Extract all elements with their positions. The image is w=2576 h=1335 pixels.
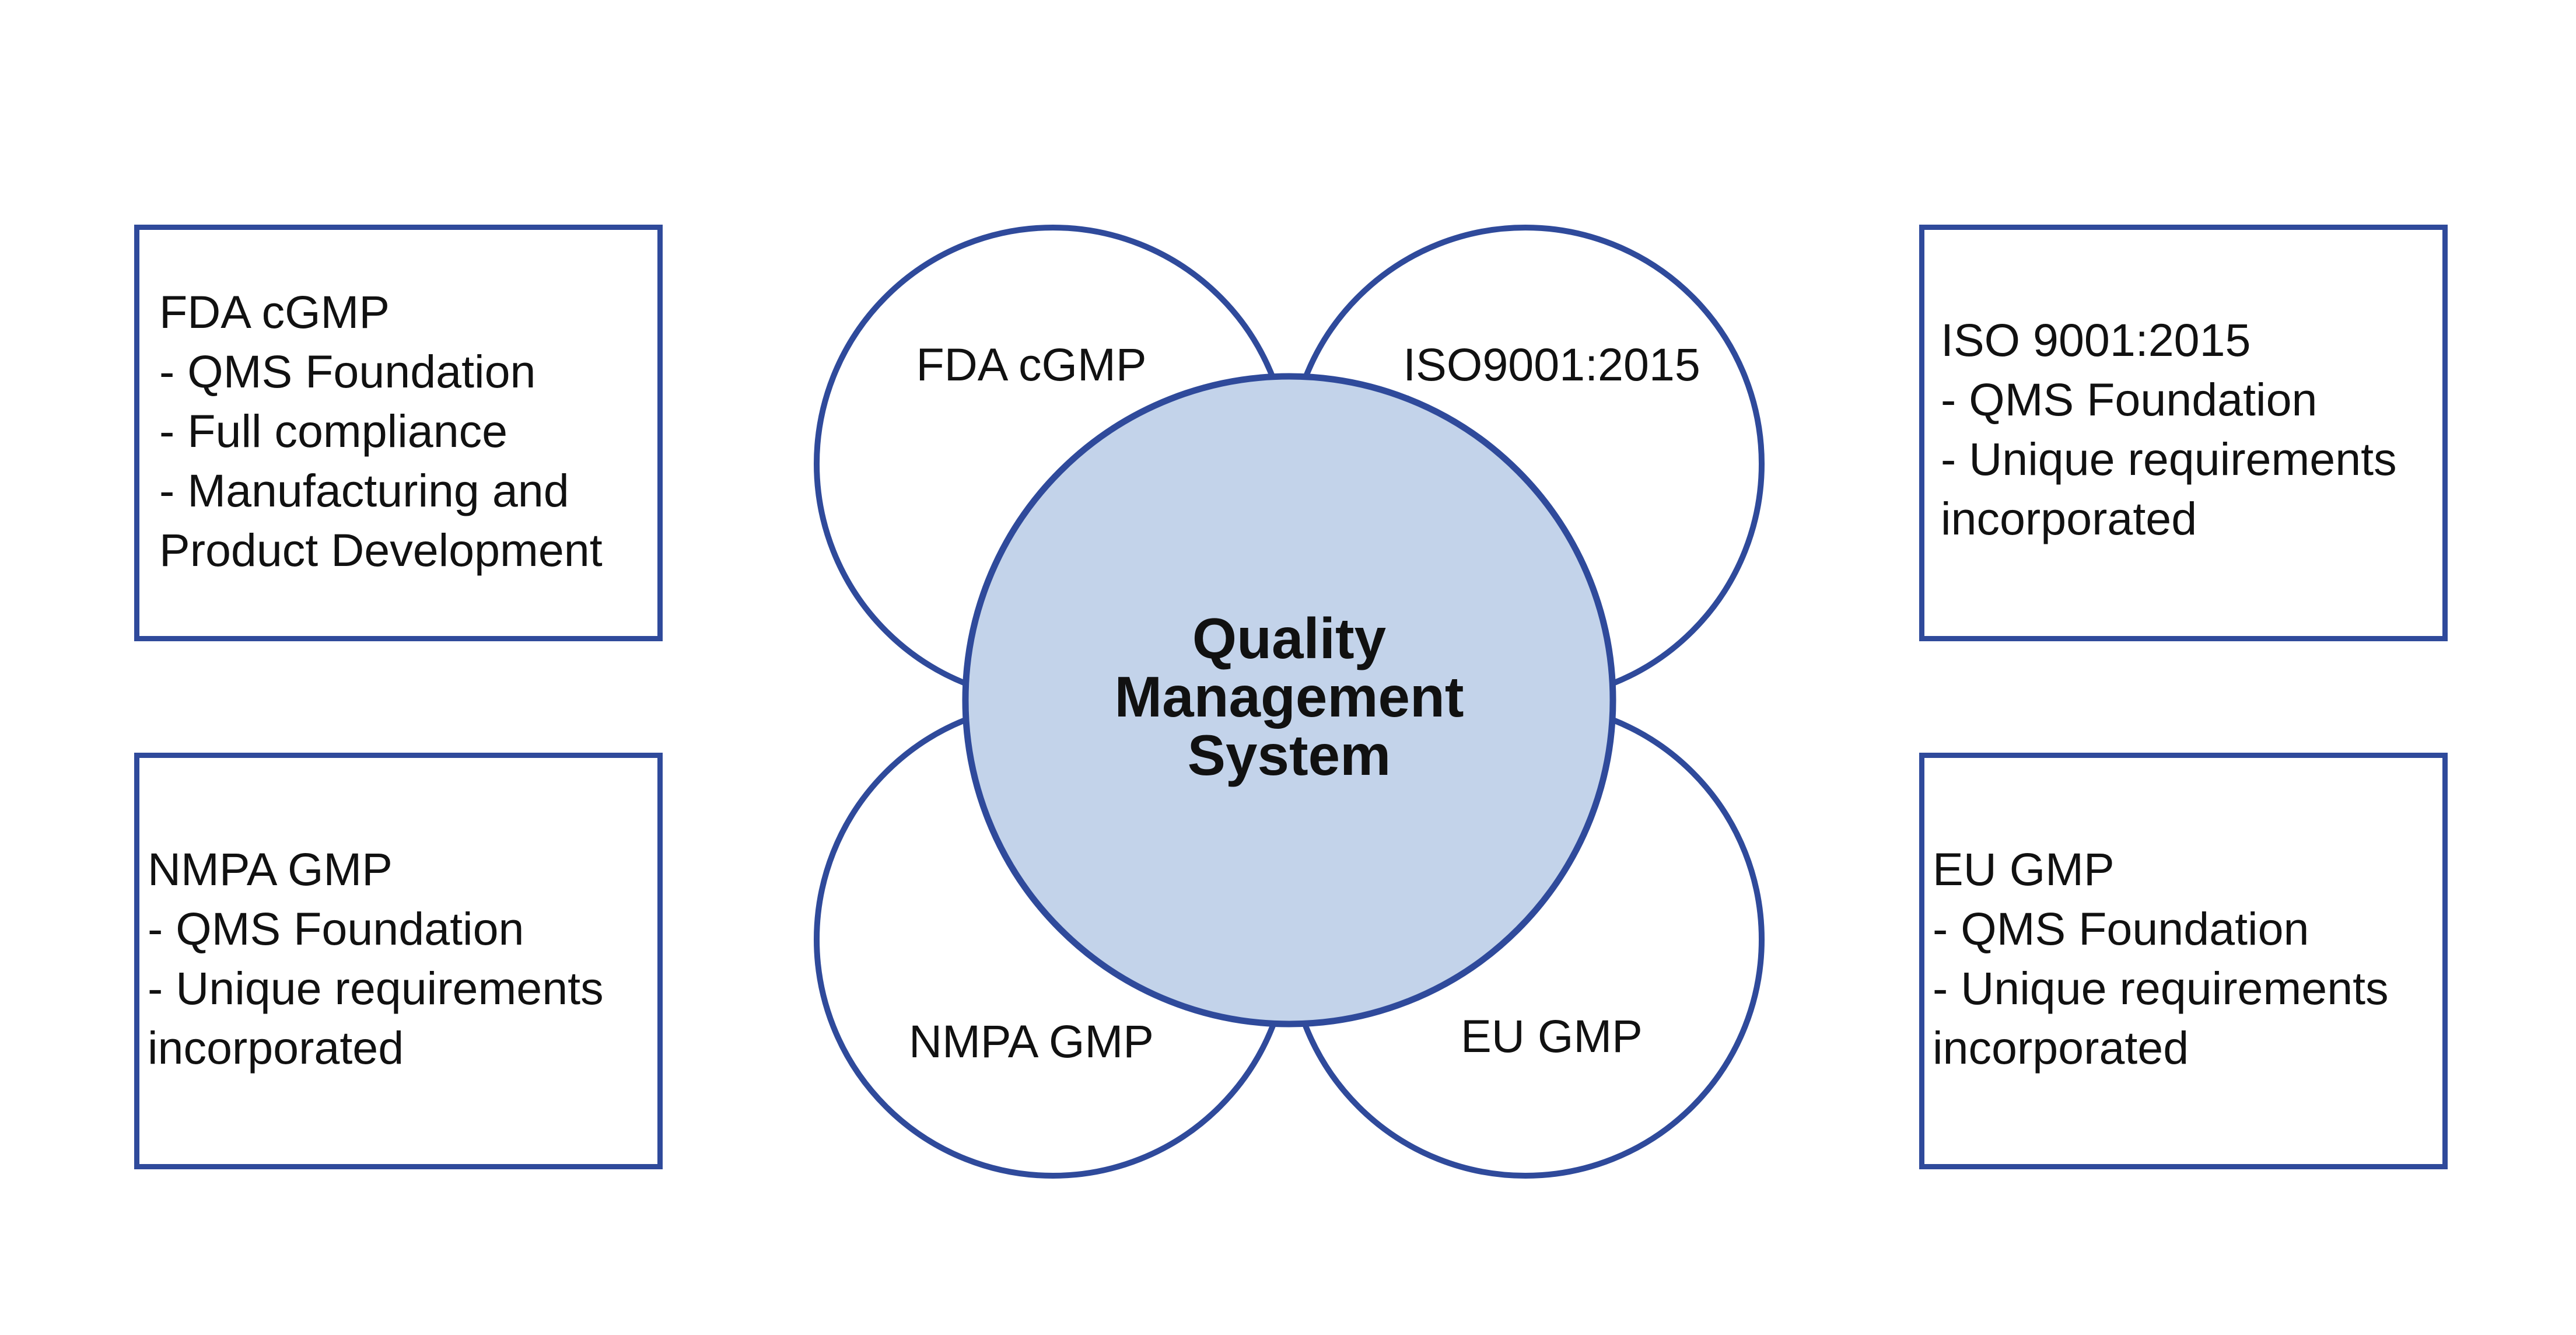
info-box-eu-gmp: EU GMP - QMS Foundation - Unique require… — [1919, 753, 2448, 1169]
petal-label-bottom-left: NMPA GMP — [909, 1015, 1154, 1067]
center-label-line-1: Quality — [1192, 606, 1386, 670]
info-box-iso-9001: ISO 9001:2015 - QMS Foundation - Unique … — [1919, 225, 2448, 641]
petal-label-top-left: FDA cGMP — [916, 338, 1146, 390]
center-label-line-3: System — [1188, 723, 1391, 787]
petal-label-bottom-right: EU GMP — [1461, 1010, 1643, 1062]
info-box-iso-9001-text: ISO 9001:2015 - QMS Foundation - Unique … — [1941, 314, 2397, 544]
center-label-line-2: Management — [1114, 665, 1464, 729]
info-box-nmpa-gmp-text: NMPA GMP - QMS Foundation - Unique requi… — [148, 843, 604, 1074]
info-box-eu-gmp-text: EU GMP - QMS Foundation - Unique require… — [1933, 843, 2389, 1074]
center-circle — [962, 373, 1616, 1028]
info-box-fda-cgmp: FDA cGMP - QMS Foundation - Full complia… — [134, 225, 663, 641]
info-box-nmpa-gmp: NMPA GMP - QMS Foundation - Unique requi… — [134, 753, 663, 1169]
petal-label-top-right: ISO9001:2015 — [1403, 338, 1700, 390]
info-box-fda-cgmp-text: FDA cGMP - QMS Foundation - Full complia… — [159, 286, 603, 576]
